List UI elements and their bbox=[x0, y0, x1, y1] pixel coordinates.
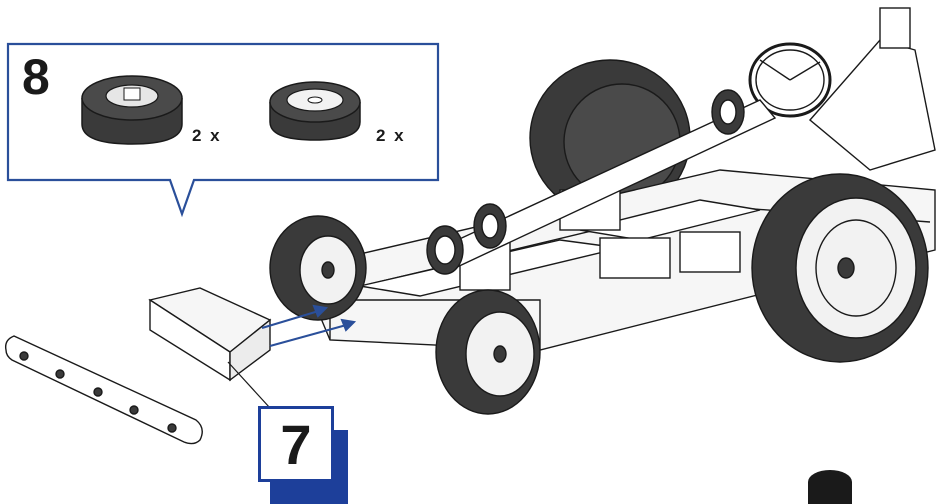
tire-icon bbox=[269, 81, 361, 141]
gear-icon bbox=[473, 203, 507, 249]
gear-icon bbox=[426, 225, 464, 275]
arrow-icon bbox=[261, 304, 357, 347]
tire-icon bbox=[269, 215, 367, 321]
part-quantity-label: 2 x bbox=[192, 126, 222, 145]
step-number-box: 7 bbox=[258, 406, 334, 482]
small-part bbox=[808, 470, 852, 504]
step-number: 7 bbox=[280, 413, 312, 476]
tire-icon bbox=[81, 75, 183, 145]
tire-icon bbox=[435, 289, 541, 415]
front-attachment bbox=[4, 287, 272, 445]
callout-step-number: 8 bbox=[22, 49, 50, 105]
part-quantity-label: 2 x bbox=[376, 126, 406, 145]
vehicle-assembly bbox=[269, 7, 936, 415]
steering-wheel-icon bbox=[748, 42, 832, 118]
gear-icon bbox=[711, 89, 745, 135]
parts-callout bbox=[6, 42, 440, 218]
tire-icon bbox=[751, 173, 929, 363]
leader-line bbox=[227, 361, 271, 409]
